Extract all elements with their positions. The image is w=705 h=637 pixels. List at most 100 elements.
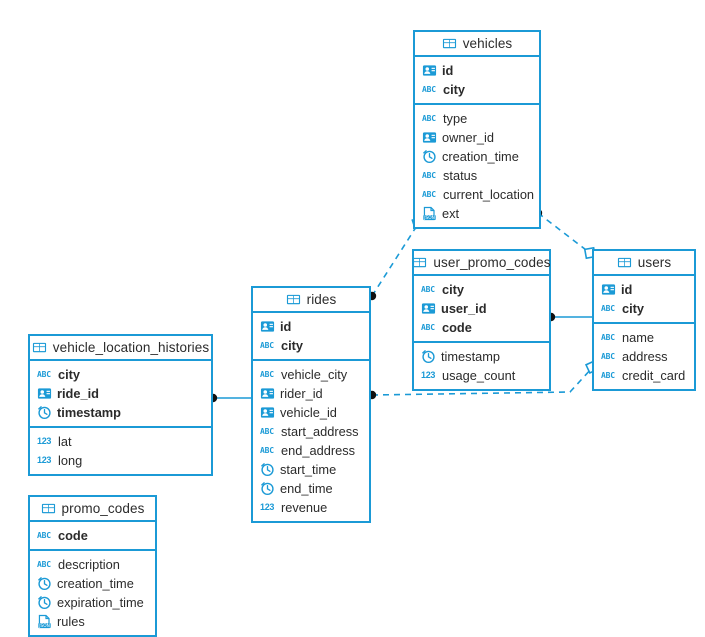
field-name: address bbox=[622, 349, 668, 364]
clock-icon bbox=[37, 595, 52, 610]
abc-icon: ABC bbox=[37, 370, 51, 379]
field-row[interactable]: id bbox=[594, 280, 694, 299]
field-row[interactable]: id bbox=[253, 317, 369, 336]
field-name: end_address bbox=[281, 443, 355, 458]
field-name: city bbox=[58, 367, 81, 382]
field-row[interactable]: user_id bbox=[414, 299, 549, 318]
id-card-icon bbox=[422, 130, 437, 145]
abc-icon: ABC bbox=[422, 171, 436, 180]
field-row[interactable]: timestamp bbox=[30, 403, 211, 422]
field-name: city bbox=[442, 282, 465, 297]
svg-text:JSON: JSON bbox=[38, 623, 50, 629]
clock-icon bbox=[37, 576, 52, 591]
field-row[interactable]: creation_time bbox=[415, 147, 539, 166]
abc-icon: ABC bbox=[260, 427, 274, 436]
edge-line bbox=[537, 212, 591, 254]
field-row[interactable]: ABC city bbox=[30, 365, 211, 384]
field-row[interactable]: ABC start_address bbox=[253, 422, 369, 441]
field-name: city bbox=[622, 301, 645, 316]
field-row[interactable]: ABC city bbox=[594, 299, 694, 318]
id-card-icon bbox=[260, 386, 275, 401]
field-name: rider_id bbox=[280, 386, 323, 401]
field-name: creation_time bbox=[57, 576, 134, 591]
clock-icon bbox=[37, 405, 52, 420]
field-name: user_id bbox=[441, 301, 487, 316]
table-icon bbox=[412, 255, 427, 270]
json-icon: JSON bbox=[422, 206, 437, 221]
field-name: id bbox=[280, 319, 292, 334]
edge-vehicle-location-histories-to-rides[interactable] bbox=[208, 393, 251, 403]
abc-icon: ABC bbox=[260, 370, 274, 379]
field-name: credit_card bbox=[622, 368, 686, 383]
id-card-icon bbox=[37, 386, 52, 401]
field-name: timestamp bbox=[441, 349, 501, 364]
abc-icon: ABC bbox=[421, 323, 435, 332]
table-title-bar[interactable]: vehicles bbox=[415, 32, 539, 57]
edge-user-promo-codes-to-users[interactable] bbox=[546, 312, 592, 322]
table-title-bar[interactable]: vehicle_location_histories bbox=[30, 336, 211, 361]
clock-icon bbox=[421, 349, 436, 364]
clock-icon bbox=[422, 149, 437, 164]
field-row[interactable]: creation_time bbox=[30, 574, 155, 593]
table-title-bar[interactable]: user_promo_codes bbox=[412, 251, 550, 276]
table-icon bbox=[442, 36, 457, 51]
id-card-icon bbox=[260, 319, 275, 334]
field-row[interactable]: owner_id bbox=[415, 128, 539, 147]
field-row[interactable]: vehicle_id bbox=[253, 403, 369, 422]
field-row[interactable]: ABC credit_card bbox=[594, 366, 694, 385]
abc-icon: ABC bbox=[601, 304, 615, 313]
field-row[interactable]: start_time bbox=[253, 460, 369, 479]
field-row[interactable]: end_time bbox=[253, 479, 369, 498]
table-title-bar[interactable]: promo_codes bbox=[30, 497, 155, 522]
field-name: status bbox=[443, 168, 478, 183]
field-row[interactable]: ABC status bbox=[415, 166, 539, 185]
svg-text:JSON: JSON bbox=[423, 215, 435, 221]
field-row[interactable]: timestamp bbox=[414, 347, 549, 366]
field-name: vehicle_id bbox=[280, 405, 337, 420]
field-row[interactable]: JSON rules bbox=[30, 612, 155, 631]
number-icon: 123 bbox=[37, 455, 52, 465]
field-row[interactable]: rider_id bbox=[253, 384, 369, 403]
field-name: id bbox=[442, 63, 454, 78]
field-row[interactable]: expiration_time bbox=[30, 593, 155, 612]
table-icon bbox=[41, 501, 56, 516]
field-name: type bbox=[443, 111, 468, 126]
field-name: rules bbox=[57, 614, 85, 629]
field-name: start_time bbox=[280, 462, 337, 477]
field-name: start_address bbox=[281, 424, 359, 439]
primary-key-group: ABC city ride_id timestamp bbox=[30, 361, 211, 428]
field-row[interactable]: ride_id bbox=[30, 384, 211, 403]
table-title-bar[interactable]: rides bbox=[253, 288, 369, 313]
field-row[interactable]: id bbox=[415, 61, 539, 80]
abc-icon: ABC bbox=[601, 371, 615, 380]
table-title-bar[interactable]: users bbox=[594, 251, 694, 276]
field-name: ride_id bbox=[57, 386, 99, 401]
